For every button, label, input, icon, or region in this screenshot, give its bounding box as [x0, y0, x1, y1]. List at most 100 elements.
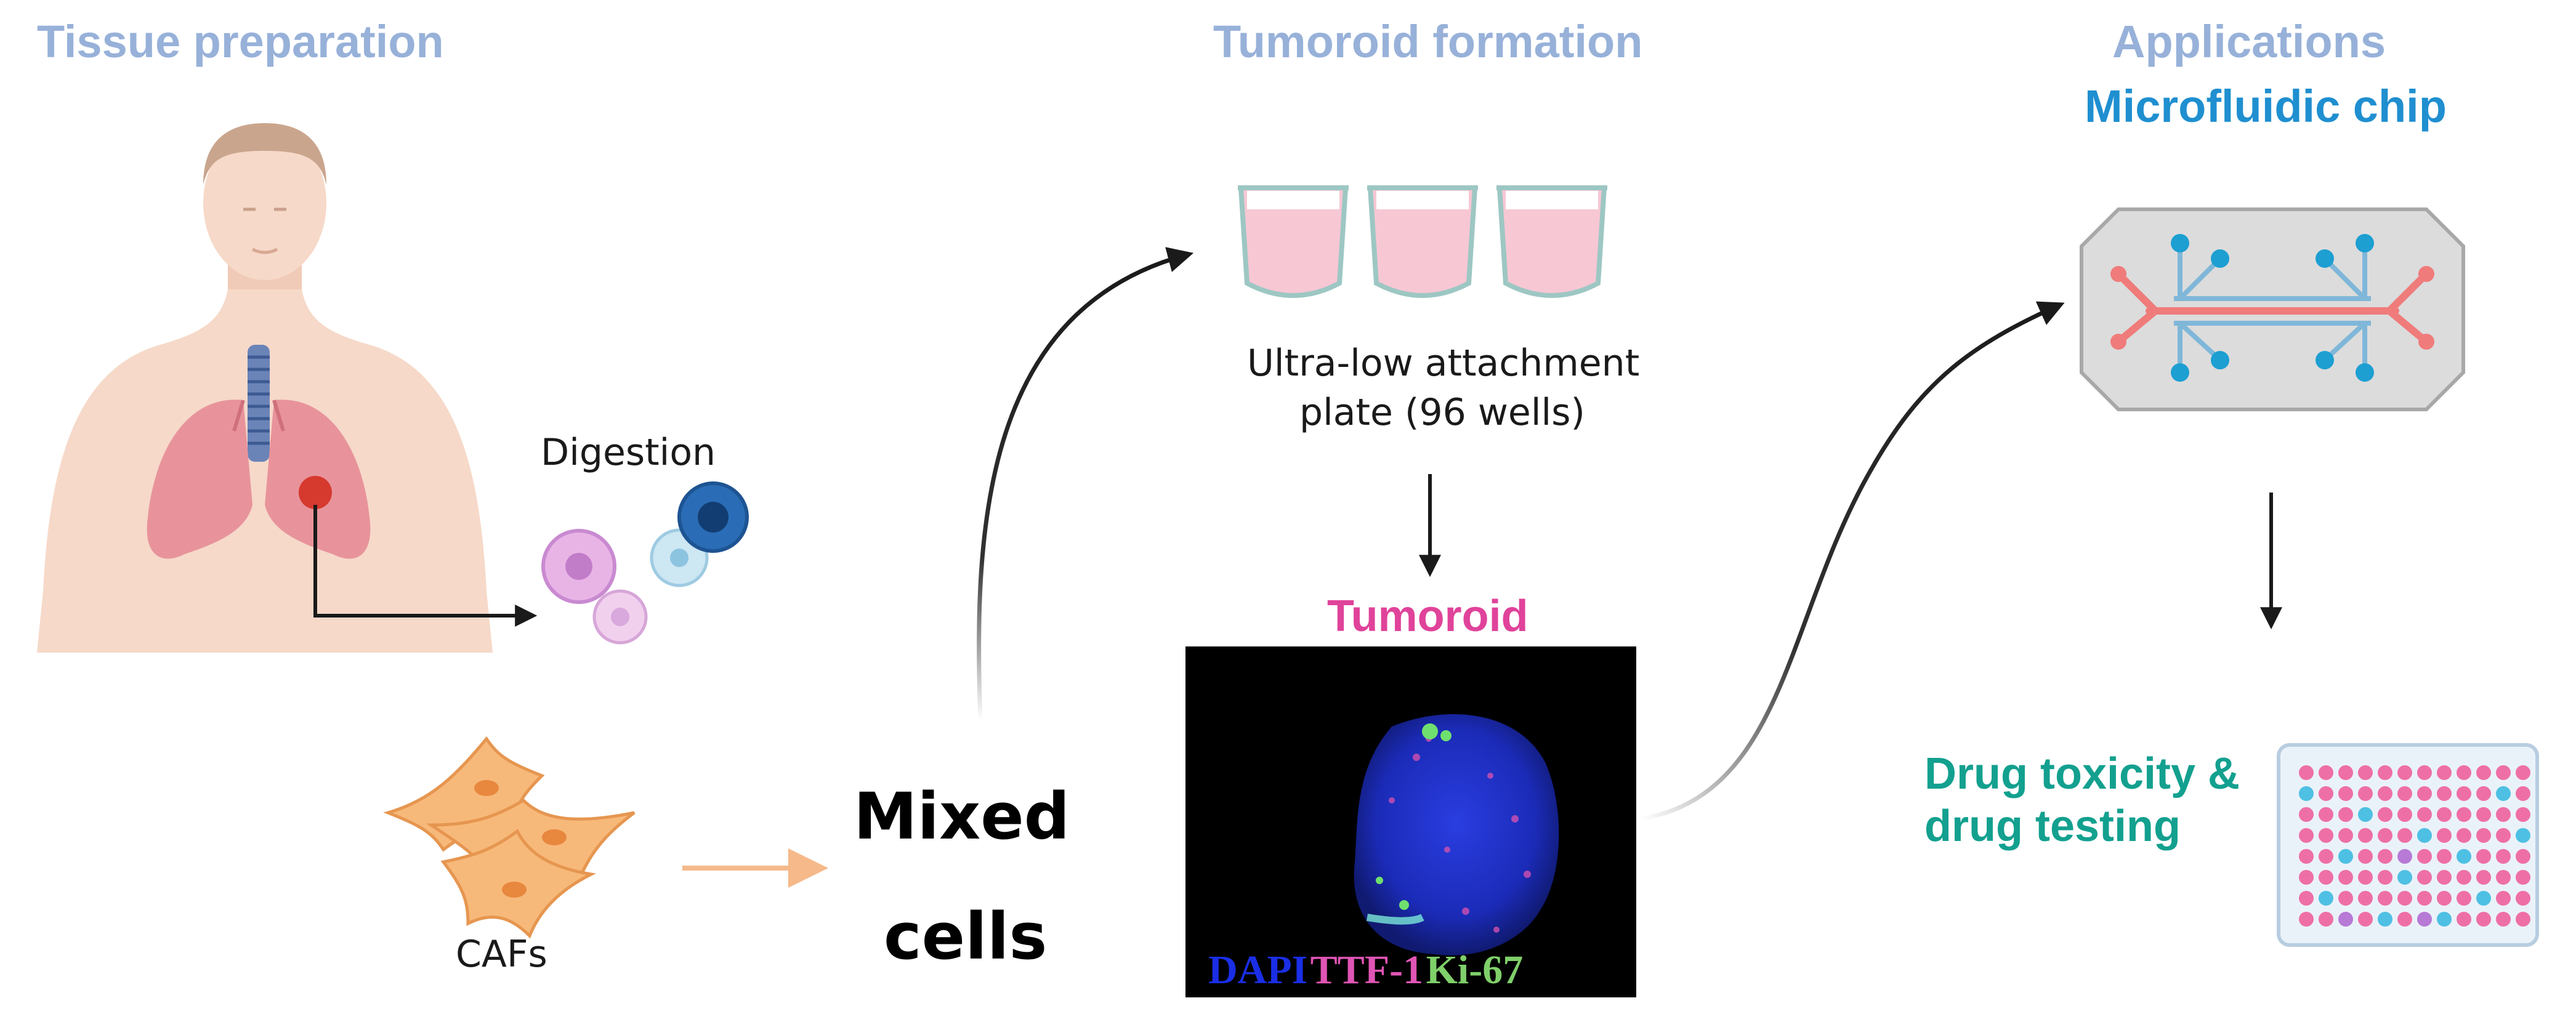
well [2358, 912, 2373, 927]
well [2457, 870, 2471, 885]
well [2417, 849, 2432, 864]
well [2397, 828, 2412, 843]
drug-testing-title-line1: Drug toxicity & [1924, 749, 2240, 799]
well [2417, 786, 2432, 801]
well [2476, 849, 2491, 864]
well [2417, 912, 2432, 927]
well [2496, 870, 2511, 885]
well [2319, 807, 2333, 822]
well [2299, 891, 2314, 906]
well [2457, 849, 2471, 864]
well [2516, 912, 2530, 927]
well [2378, 765, 2392, 780]
stain-dapi: DAPI [1208, 948, 1308, 992]
drug-testing-title-line2: drug testing [1924, 802, 2181, 851]
well [2319, 912, 2333, 927]
well [2516, 786, 2530, 801]
well-plate-icon [1238, 185, 1607, 298]
well [2417, 828, 2432, 843]
well [2437, 828, 2452, 843]
well [2338, 765, 2353, 780]
plate-label-line1: Ultra-low attachment [1247, 342, 1640, 385]
well [2457, 765, 2471, 780]
well [2319, 891, 2333, 906]
plate-label-line2: plate (96 wells) [1299, 391, 1585, 434]
digestion-label: Digestion [541, 431, 716, 474]
well [2496, 849, 2511, 864]
well [2319, 870, 2333, 885]
caf-to-mixed-arrow [682, 848, 828, 888]
well [2476, 891, 2491, 906]
well [2378, 891, 2392, 906]
well [2358, 807, 2373, 822]
well [2476, 765, 2491, 780]
well [2378, 912, 2392, 927]
well [2299, 870, 2314, 885]
well [2299, 912, 2314, 927]
well [2338, 912, 2353, 927]
well [2397, 765, 2412, 780]
well [2496, 807, 2511, 822]
well [2338, 870, 2353, 885]
well [2437, 807, 2452, 822]
well [2358, 891, 2373, 906]
stain-legend: DAPI TTF-1 Ki-67 [1208, 947, 1523, 994]
well [2516, 870, 2530, 885]
well [2496, 891, 2511, 906]
well [2476, 828, 2491, 843]
well [2476, 786, 2491, 801]
well [2516, 828, 2530, 843]
well [2338, 849, 2353, 864]
tumoroid-to-chip-arrow [1641, 301, 2065, 821]
well [2338, 891, 2353, 906]
well [2457, 807, 2471, 822]
well [2457, 912, 2471, 927]
well [2417, 765, 2432, 780]
well [2378, 870, 2392, 885]
well [2516, 891, 2530, 906]
section-title-tissue-preparation: Tissue preparation [37, 16, 444, 67]
well [2437, 912, 2452, 927]
digestion-arrow [313, 505, 538, 627]
well [2299, 828, 2314, 843]
well [2476, 912, 2491, 927]
section-title-applications: Applications [2112, 16, 2386, 67]
well [2457, 828, 2471, 843]
cafs-icon [383, 736, 636, 939]
well [2516, 807, 2530, 822]
well [2378, 828, 2392, 843]
well [2417, 870, 2432, 885]
well [2319, 786, 2333, 801]
tumoroid-image [1185, 646, 1636, 997]
mixed-to-plate-arrow [977, 247, 1194, 721]
well [2516, 765, 2530, 780]
well [2417, 807, 2432, 822]
96-well-plate-icon [2277, 743, 2539, 947]
well [2319, 828, 2333, 843]
tumoroid-title: Tumoroid [1327, 592, 1528, 641]
digested-cells-icon [541, 481, 749, 645]
well [2496, 765, 2511, 780]
well [2397, 912, 2412, 927]
well [2457, 786, 2471, 801]
well [2319, 765, 2333, 780]
stain-ttf1: TTF-1 [1310, 948, 1424, 992]
well [2338, 786, 2353, 801]
well [2516, 849, 2530, 864]
well [2319, 849, 2333, 864]
well [2476, 870, 2491, 885]
well [2457, 891, 2471, 906]
well [2378, 849, 2392, 864]
section-title-tumoroid-formation: Tumoroid formation [1213, 16, 1643, 67]
well [2358, 786, 2373, 801]
well [2437, 891, 2452, 906]
well [2496, 828, 2511, 843]
mixed-cells-label-line2: cells [884, 899, 1048, 974]
well [2378, 786, 2392, 801]
well [2476, 807, 2491, 822]
well [2397, 870, 2412, 885]
well [2358, 849, 2373, 864]
well [2417, 891, 2432, 906]
microfluidic-chip-title: Microfluidic chip [2085, 81, 2447, 132]
